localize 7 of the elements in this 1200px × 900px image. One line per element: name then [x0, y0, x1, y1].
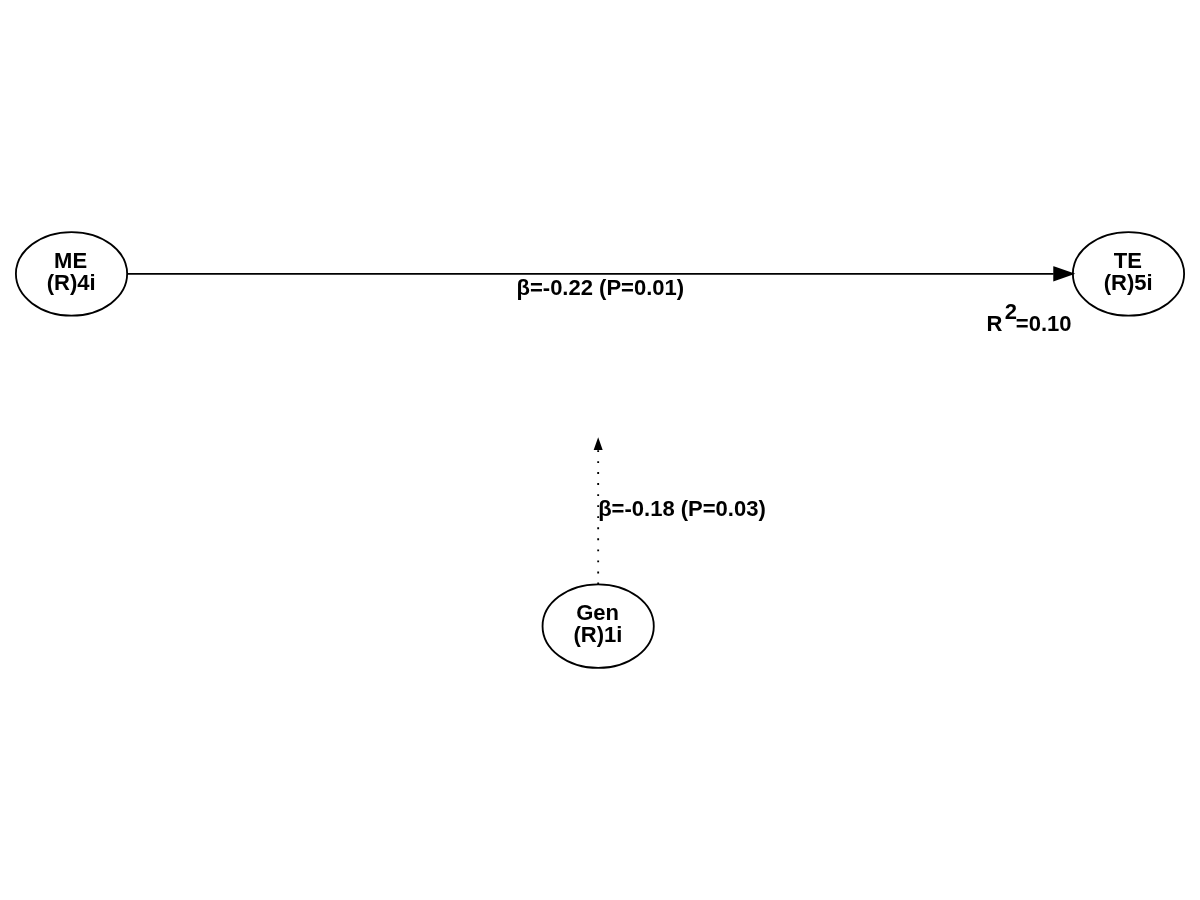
arrow — [126, 266, 1076, 282]
node-ellipse: TE (R)5i — [1071, 231, 1186, 317]
arrow — [593, 437, 603, 586]
edge-label: β=-0.18 (P=0.03) — [598, 496, 766, 521]
node-ellipse: Gen (R)1i — [541, 583, 655, 669]
edge-label: β=-0.22 (P=0.01) — [516, 275, 685, 301]
node-ellipse: ME (R)4i — [15, 231, 129, 317]
